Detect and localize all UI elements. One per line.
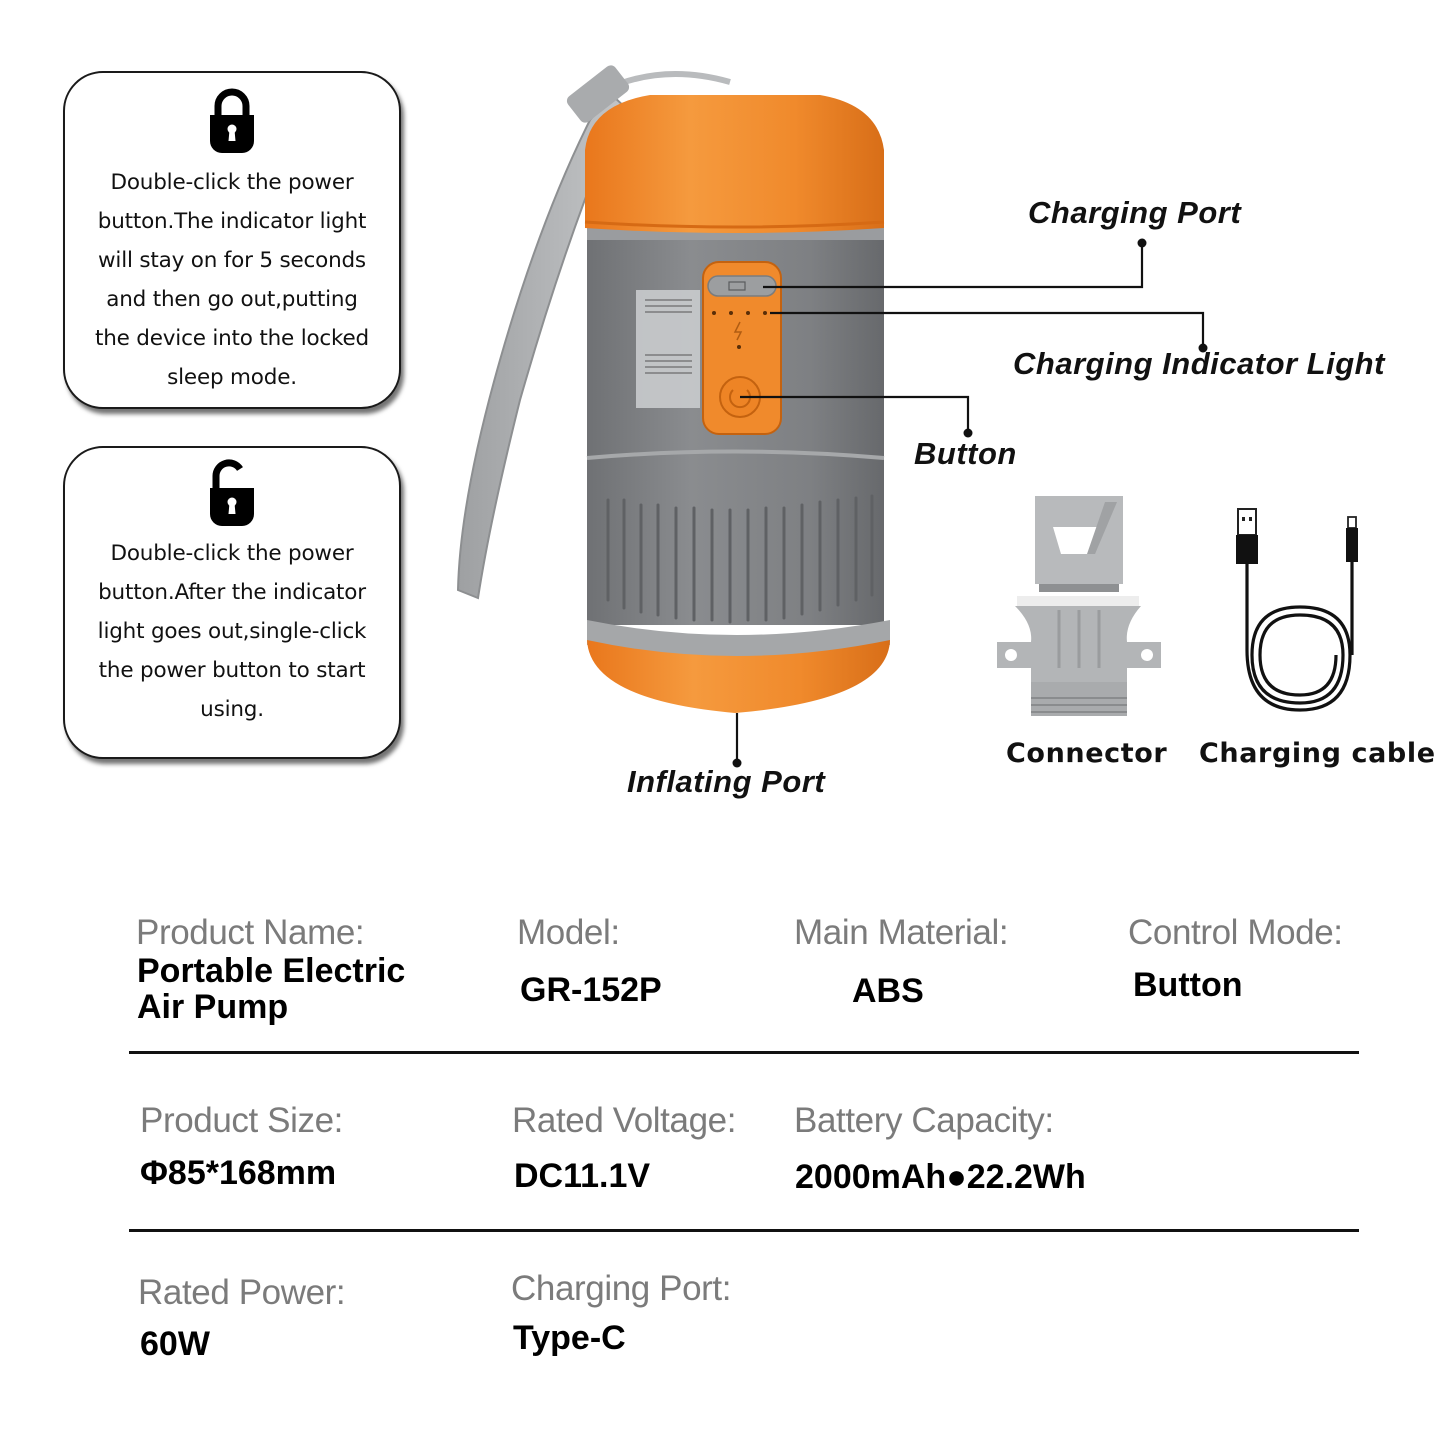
spec-label-rated-power: Rated Power: — [138, 1273, 346, 1312]
text-line: using. — [200, 697, 264, 722]
callout-charging-indicator-light: Charging Indicator Light — [1013, 346, 1385, 381]
lock-open-icon — [207, 458, 257, 533]
callout-inflating-port: Inflating Port — [627, 764, 826, 799]
text-line: button.After the indicator — [98, 580, 366, 605]
spec-label-product-name: Product Name: — [136, 913, 365, 952]
lock-closed-icon — [207, 87, 257, 160]
spec-row-divider — [129, 1051, 1359, 1054]
spec-row-divider — [129, 1229, 1359, 1232]
spec-label-rated-voltage: Rated Voltage: — [512, 1101, 737, 1140]
spec-value-product-name: Portable Electric Air Pump — [137, 953, 405, 1025]
spec-value-main-material: ABS — [852, 972, 924, 1010]
spec-label-charging-port: Charging Port: — [511, 1269, 732, 1308]
text-line: the device into the locked — [94, 326, 370, 351]
text-line: sleep mode. — [167, 365, 297, 390]
spec-value-rated-voltage: DC11.1V — [514, 1157, 651, 1195]
lock-instructions-text: Double-click the power button.The indica… — [65, 163, 399, 397]
spec-label-battery-capacity: Battery Capacity: — [794, 1101, 1054, 1140]
unlock-instructions-text: Double-click the power button.After the … — [65, 534, 399, 729]
spec-label-control-mode: Control Mode: — [1128, 913, 1343, 952]
spec-value-model: GR-152P — [520, 971, 662, 1009]
text-line: the power button to start — [98, 658, 366, 683]
text-line: button.The indicator light — [97, 209, 367, 234]
lock-instructions-card: Double-click the power button.The indica… — [63, 71, 401, 409]
air-pump-product-image — [440, 60, 910, 740]
spec-value-product-size: Φ85*168mm — [140, 1154, 337, 1192]
accessory-label-charging-cable: Charging cable — [1199, 738, 1436, 769]
spec-value-rated-power: 60W — [140, 1325, 210, 1363]
spec-value-charging-port: Type-C — [513, 1319, 626, 1357]
text-line: will stay on for 5 seconds — [98, 248, 366, 273]
spec-label-main-material: Main Material: — [794, 913, 1009, 952]
text-line: light goes out,single-click — [97, 619, 367, 644]
text-line: Double-click the power — [110, 541, 354, 566]
connector-nozzle-icon — [995, 492, 1165, 722]
spec-value-battery-capacity: 2000mAh●22.2Wh — [795, 1158, 1086, 1196]
spec-value-line: Portable Electric — [137, 952, 406, 990]
callout-button: Button — [914, 436, 1017, 471]
spec-label-product-size: Product Size: — [140, 1101, 343, 1140]
text-line: and then go out,putting — [106, 287, 358, 312]
unlock-instructions-card: Double-click the power button.After the … — [63, 446, 401, 759]
spec-value-control-mode: Button — [1133, 966, 1243, 1004]
spec-value-line: Air Pump — [137, 988, 289, 1026]
usb-cable-icon — [1230, 505, 1370, 720]
spec-label-model: Model: — [517, 913, 620, 952]
callout-charging-port: Charging Port — [1028, 195, 1242, 230]
accessory-label-connector: Connector — [1006, 738, 1168, 769]
text-line: Double-click the power — [110, 170, 354, 195]
